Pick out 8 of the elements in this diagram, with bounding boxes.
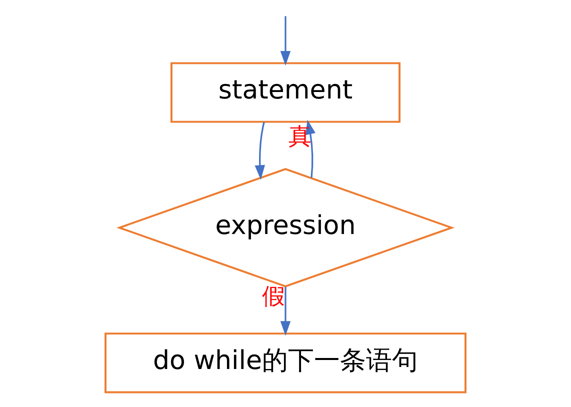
node-box: do while的下一条语句 bbox=[104, 332, 466, 394]
node-diamond: expression bbox=[116, 168, 455, 288]
arrow bbox=[280, 286, 291, 336]
arrow bbox=[280, 16, 291, 66]
arrow bbox=[254, 122, 266, 180]
edge-label: 真 bbox=[288, 124, 312, 150]
node-box: statement bbox=[170, 62, 400, 123]
arrow bbox=[305, 120, 316, 178]
